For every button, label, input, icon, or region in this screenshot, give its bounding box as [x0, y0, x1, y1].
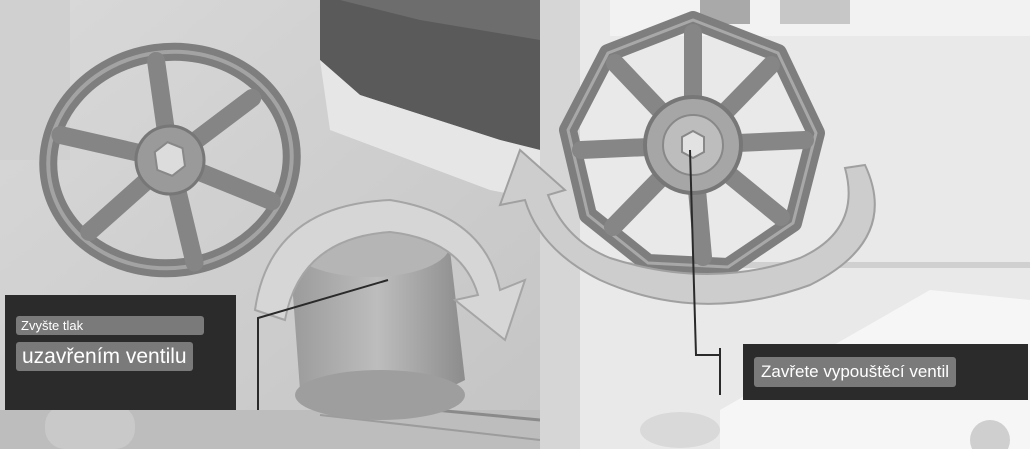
caption-step-title: Zvyšte tlak: [16, 316, 204, 335]
caption-close-drain-valve: Zavřete vypouštěcí ventil: [754, 357, 956, 387]
caption-box-right: Zavřete vypouštěcí ventil: [743, 344, 1028, 400]
caption-box-left: Zvyšte tlak uzavřením ventilu: [5, 295, 236, 410]
caption-step-detail: uzavřením ventilu: [16, 342, 193, 371]
